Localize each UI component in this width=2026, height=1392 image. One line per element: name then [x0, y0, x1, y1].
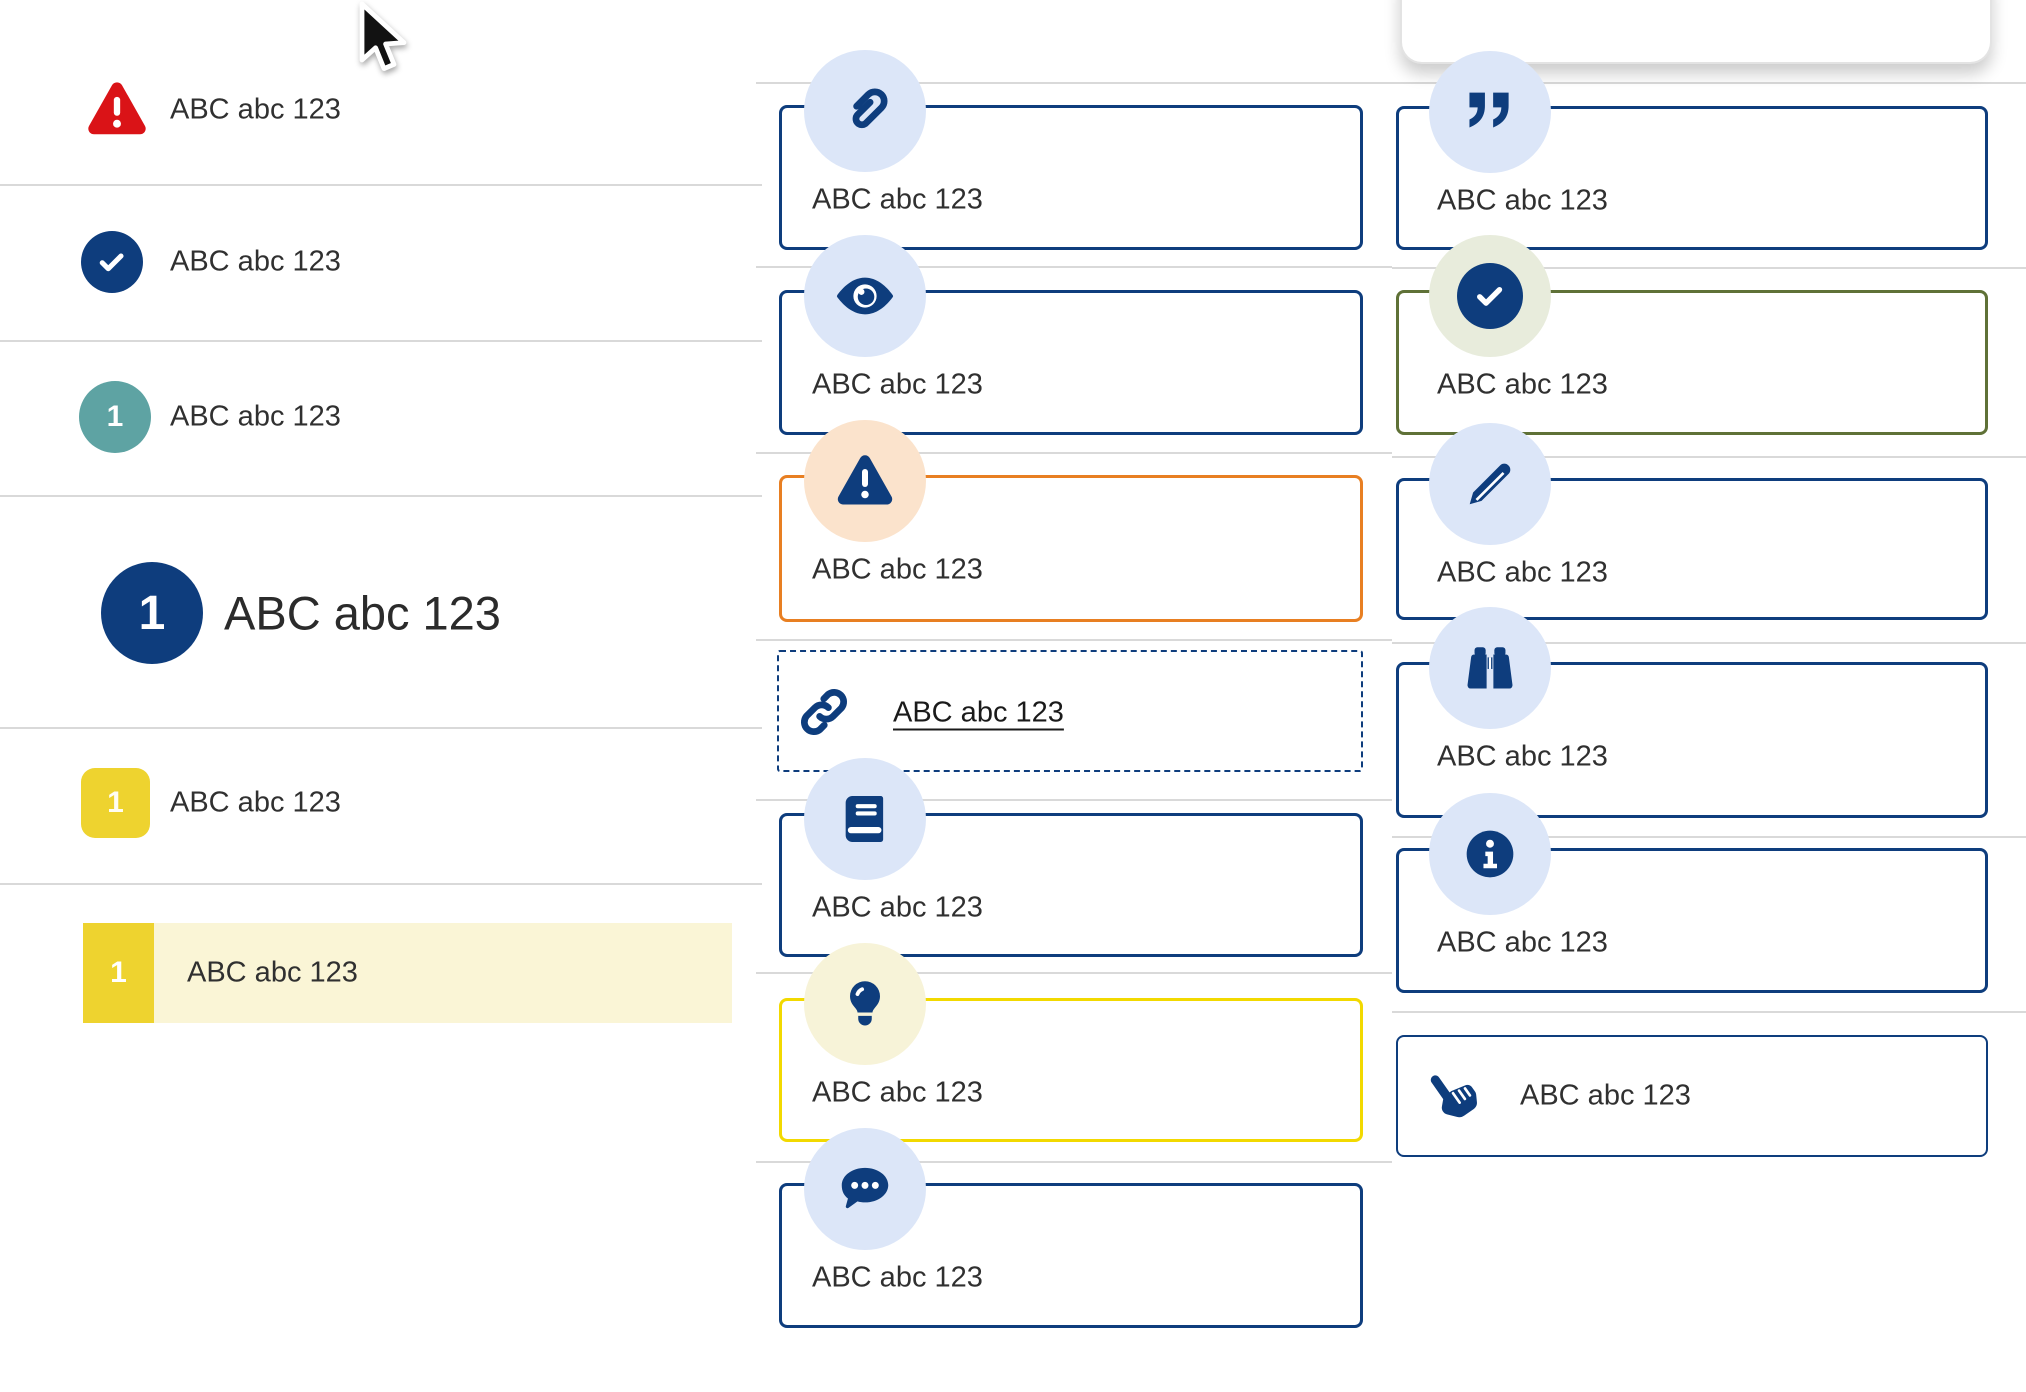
pencil-icon	[1429, 423, 1551, 545]
card-label: ABC abc 123	[1520, 1079, 1691, 1112]
row-line	[756, 639, 1392, 641]
card-label: ABC abc 123	[812, 891, 983, 924]
row-line	[756, 452, 1392, 454]
row-line	[1392, 1011, 2026, 1013]
row-line	[756, 82, 1392, 84]
info-icon	[1429, 793, 1551, 915]
link-callout-card[interactable]	[777, 650, 1363, 772]
paperclip-icon	[804, 50, 926, 172]
lightbulb-icon	[804, 943, 926, 1065]
callout-card-check[interactable]	[1396, 290, 1988, 435]
chat-icon	[804, 1128, 926, 1250]
link-icon	[793, 681, 855, 743]
yellow-number-badge: 1	[81, 768, 150, 838]
divider	[0, 495, 762, 497]
card-label: ABC abc 123	[1437, 184, 1608, 217]
row-line	[1392, 267, 2026, 269]
row-line	[756, 799, 1392, 801]
card-label: ABC abc 123	[1437, 368, 1608, 401]
highlighted-list-item[interactable]: 1 ABC abc 123	[83, 923, 732, 1023]
card-label: ABC abc 123	[812, 183, 983, 216]
card-label: ABC abc 123	[812, 1076, 983, 1109]
check-circle-icon	[81, 231, 143, 293]
card-label: ABC abc 123	[1437, 926, 1608, 959]
book-icon	[804, 758, 926, 880]
card-label: ABC abc 123	[812, 553, 983, 586]
divider	[0, 883, 762, 885]
mouse-cursor-icon	[356, 0, 410, 78]
yellow-number-badge: 1	[83, 923, 154, 1023]
card-label: ABC abc 123	[812, 368, 983, 401]
check-circle-icon	[1429, 235, 1551, 357]
navy-number-badge-large: 1	[101, 562, 203, 664]
quote-icon	[1429, 51, 1551, 173]
row-line	[1392, 836, 2026, 838]
row-line	[1392, 456, 2026, 458]
row-line	[1392, 642, 2026, 644]
warning-triangle-icon	[85, 81, 149, 139]
list-item-label: ABC abc 123	[170, 245, 341, 278]
card-link-label[interactable]: ABC abc 123	[893, 696, 1064, 729]
row-line	[756, 266, 1392, 268]
list-item-label: ABC abc 123	[170, 400, 341, 433]
divider	[0, 340, 762, 342]
teal-number-badge: 1	[79, 381, 151, 453]
card-label: ABC abc 123	[812, 1261, 983, 1294]
card-label: ABC abc 123	[1437, 740, 1608, 773]
list-item-label: ABC abc 123	[170, 786, 341, 819]
hand-pointer-icon	[1419, 1062, 1483, 1126]
callout-card-binoculars[interactable]	[1396, 662, 1988, 818]
divider	[0, 184, 762, 186]
binoculars-icon	[1429, 607, 1551, 729]
row-line	[1392, 82, 2026, 84]
warning-triangle-icon	[804, 420, 926, 542]
list-item-label: ABC abc 123	[187, 956, 358, 989]
list-item-label: ABC abc 123	[170, 93, 341, 126]
row-line	[756, 1161, 1392, 1163]
row-line	[756, 972, 1392, 974]
divider	[0, 727, 762, 729]
section-heading: ABC abc 123	[224, 586, 501, 640]
card-label: ABC abc 123	[1437, 556, 1608, 589]
callout-card-hand-pointer[interactable]	[1396, 1035, 1988, 1157]
eye-icon	[804, 235, 926, 357]
